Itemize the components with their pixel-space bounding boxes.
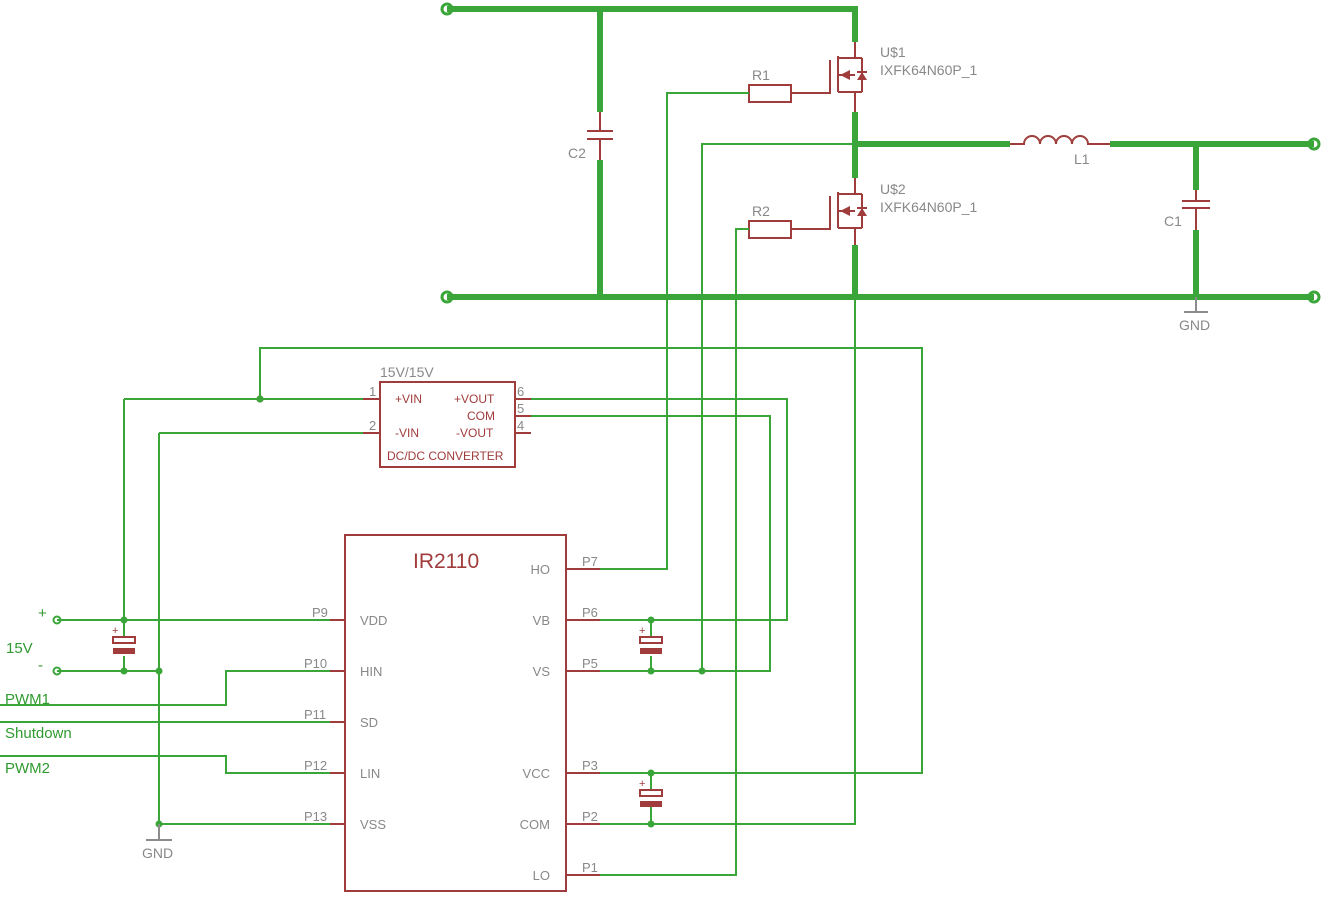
supply-minus-terminal[interactable] [52, 666, 62, 676]
ic-pin-vss-name: VSS [360, 817, 386, 832]
ic-pin-p6-num: P6 [582, 605, 598, 620]
cap-polarity-1: + [112, 625, 118, 637]
ic-pin-p1-num: P1 [582, 860, 598, 875]
cap-polarity-3: + [639, 778, 645, 790]
vin-minus-terminal[interactable] [440, 290, 454, 304]
dcdc-label: DC/DC CONVERTER [387, 449, 504, 463]
dcdc-pin6-name: +VOUT [454, 392, 495, 406]
cap-polarity-2: + [639, 625, 645, 637]
ic-pin-p2-num: P2 [582, 809, 598, 824]
supply-minus-label: - [38, 657, 43, 674]
supply-voltage-label: 15V [6, 640, 33, 657]
ic-pin-p10-num: P10 [304, 656, 327, 671]
ic-pin-vb-name: VB [533, 613, 550, 628]
supply-plus-label: + [38, 605, 47, 622]
ic-pin-sd-name: SD [360, 715, 378, 730]
ic-pin-lo-name: LO [533, 868, 550, 883]
r1-label: R1 [752, 67, 770, 83]
ic-title: IR2110 [413, 550, 479, 573]
ic-pin-p12-num: P12 [304, 758, 327, 773]
r2-label: R2 [752, 203, 770, 219]
power-stage [440, 2, 1321, 304]
gnd-power-label: GND [1179, 317, 1210, 333]
ic-pin-vs-name: VS [533, 664, 551, 679]
resistor-r1[interactable]: R1 [748, 67, 830, 103]
top-rail-trace [447, 6, 858, 42]
pwm1-label: PWM1 [5, 691, 50, 708]
gnd-symbol-logic: GND [142, 824, 173, 861]
pwm2-label: PWM2 [5, 760, 50, 777]
dcdc-pin4-num: 4 [517, 418, 524, 433]
mosfet-u1[interactable]: U$1 IXFK64N60P_1 [829, 42, 977, 112]
ic-pin-p3-num: P3 [582, 758, 598, 773]
ic-pin-vdd-name: VDD [360, 613, 387, 628]
u2-value-label: IXFK64N60P_1 [880, 199, 977, 215]
dcdc-pin5-name: COM [467, 409, 495, 423]
vout-minus-terminal[interactable] [1307, 290, 1321, 304]
cap-vcc[interactable]: + [639, 778, 663, 807]
c1-label: C1 [1164, 213, 1182, 229]
ic-pin-p7-num: P7 [582, 554, 598, 569]
u1-value-label: IXFK64N60P_1 [880, 62, 977, 78]
cap-bootstrap[interactable]: + [639, 625, 663, 654]
l1-label: L1 [1074, 151, 1090, 167]
ic-pin-p13-num: P13 [304, 809, 327, 824]
inductor-l1[interactable]: L1 [1010, 135, 1110, 167]
ic-pin-p5-num: P5 [582, 656, 598, 671]
dcdc-pin2-num: 2 [369, 418, 376, 433]
u1-ref-label: U$1 [880, 44, 906, 60]
ic-ir2110[interactable]: IR2110 P9 P10 P11 P12 P13 VDD HIN SD LIN… [304, 534, 600, 892]
ic-pin-p9-num: P9 [312, 605, 328, 620]
dcdc-pin6-num: 6 [517, 384, 524, 399]
gnd-symbol-power: GND [1179, 297, 1210, 333]
vout-plus-terminal[interactable] [1307, 137, 1321, 151]
signal-wires [0, 92, 923, 876]
shutdown-label: Shutdown [5, 725, 72, 742]
u2-ref-label: U$2 [880, 181, 906, 197]
dcdc-pin4-name: -VOUT [456, 426, 494, 440]
ic-pin-ho-name: HO [531, 562, 551, 577]
dcdc-pin1-num: 1 [369, 384, 376, 399]
vin-plus-terminal[interactable] [440, 2, 454, 16]
cap-decoupling-vdd[interactable]: + [112, 625, 136, 654]
capacitor-c1[interactable]: C1 [1164, 190, 1210, 230]
dcdc-pin2-name: -VIN [395, 426, 419, 440]
dcdc-pin1-name: +VIN [395, 392, 422, 406]
capacitor-c2[interactable]: C2 [568, 112, 613, 161]
c2-label: C2 [568, 145, 586, 161]
ic-pin-p11-num: P11 [304, 707, 326, 722]
resistor-r2[interactable]: R2 [748, 203, 830, 239]
ic-pin-hin-name: HIN [360, 664, 382, 679]
ic-pin-com-name: COM [520, 817, 550, 832]
ic-pin-lin-name: LIN [360, 766, 380, 781]
supply-15v: + - 15V [6, 605, 62, 676]
dcdc-pin5-num: 5 [517, 401, 524, 416]
dcdc-title: 15V/15V [380, 364, 434, 380]
ic-pin-vcc-name: VCC [523, 766, 550, 781]
mosfet-u2[interactable]: U$2 IXFK64N60P_1 [829, 178, 977, 245]
gnd-logic-label: GND [142, 845, 173, 861]
dcdc-converter[interactable]: 15V/15V DC/DC CONVERTER 1 2 6 5 4 +VIN -… [363, 364, 531, 468]
supply-plus-terminal[interactable] [52, 615, 62, 625]
